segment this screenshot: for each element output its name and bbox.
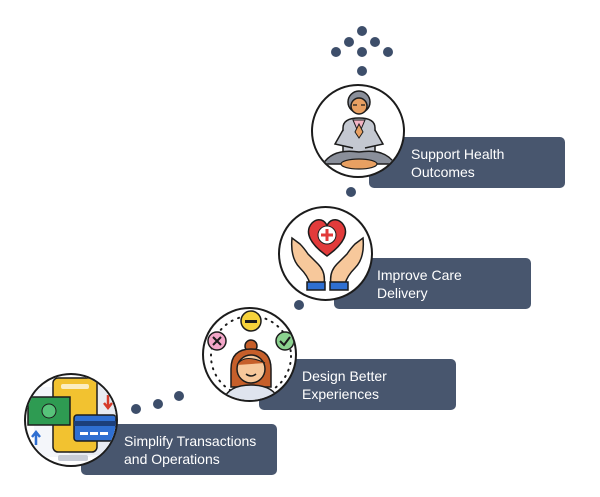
- step-3-label: Improve Care Delivery: [377, 267, 462, 301]
- caring-hands-heart-icon: [278, 206, 373, 301]
- step-1-label: Simplify Transactions and Operations: [124, 433, 257, 467]
- step-2-label: Design Better Experiences: [302, 368, 387, 402]
- step-4-label: Support Health Outcomes: [411, 146, 505, 180]
- user-feedback-icon: [202, 307, 297, 402]
- payment-cards-icon: [24, 373, 118, 467]
- step-2-label-box: Design Better Experiences: [259, 359, 456, 410]
- meditating-person-icon: [311, 84, 405, 178]
